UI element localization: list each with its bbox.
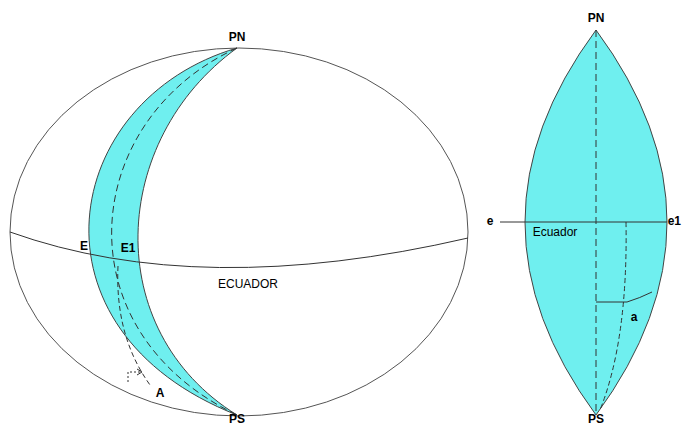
central-meridian (112, 48, 237, 415)
point-label: e1 (668, 215, 681, 228)
point-label: a (631, 311, 638, 324)
pole-label: PS (229, 413, 245, 426)
dashed-meridian (600, 222, 626, 410)
angle-mark (128, 372, 140, 382)
dashed-meridian (118, 266, 150, 385)
sphere-outline (10, 48, 468, 416)
pole-label: PN (229, 31, 246, 44)
parallel-segment (596, 302, 627, 303)
point-label: A (156, 387, 165, 400)
point-label: E1 (121, 242, 136, 255)
equator-label: Ecuador (533, 226, 578, 239)
point-label: E (80, 240, 88, 253)
equator-line (500, 222, 667, 223)
equator-label: ECUADOR (218, 278, 278, 291)
parallel-arc (627, 292, 652, 302)
spherical-lune (89, 48, 237, 415)
pole-label: PS (588, 413, 604, 426)
angle-arrow (137, 369, 142, 375)
pole-label: PN (588, 12, 605, 25)
point-label: e (487, 215, 494, 228)
equator-line (10, 232, 468, 268)
